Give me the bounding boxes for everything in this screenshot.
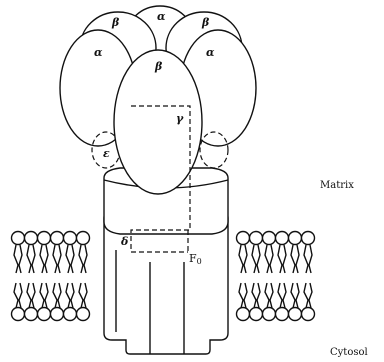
label-delta: δ — [120, 235, 128, 248]
membrane-left-upper-heads — [12, 232, 90, 245]
label-alpha-back: α — [157, 10, 166, 23]
membrane-right-lower-heads — [237, 308, 315, 321]
membrane-left-lower-heads — [12, 308, 90, 321]
label-alpha-left: α — [94, 46, 103, 59]
label-beta-back-left: β — [111, 16, 120, 29]
label-beta-front: β — [154, 60, 163, 73]
label-epsilon: ε — [103, 147, 110, 160]
membrane-right-upper-heads — [237, 232, 315, 245]
membrane-left-upper-tails — [14, 245, 87, 273]
membrane-left — [12, 232, 90, 321]
membrane-right — [237, 232, 315, 321]
label-beta-back-right: β — [201, 16, 210, 29]
label-matrix: Matrix — [320, 180, 354, 191]
membrane-left-lower-tails — [14, 283, 87, 308]
label-cytosol: Cytosol — [330, 347, 368, 358]
membrane-right-lower-tails — [239, 283, 312, 308]
membrane-right-upper-tails — [239, 245, 312, 273]
label-gamma: γ — [176, 112, 184, 125]
label-alpha-right: α — [206, 46, 215, 59]
